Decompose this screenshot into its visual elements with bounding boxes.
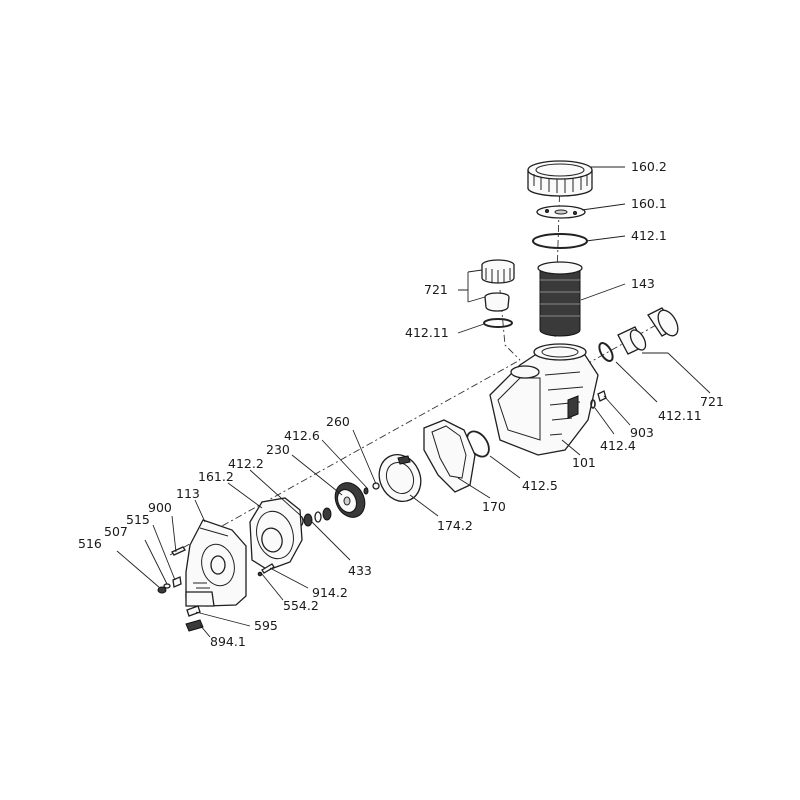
label-160-1: 160.1 [631, 196, 667, 211]
label-433: 433 [348, 563, 372, 578]
o-ring-412-4 [590, 399, 596, 409]
label-507: 507 [104, 524, 128, 539]
label-412-11-upper: 412.11 [405, 325, 449, 340]
label-412-6: 412.6 [284, 428, 320, 443]
label-412-11-right: 412.11 [658, 408, 702, 423]
label-914-2: 914.2 [312, 585, 348, 600]
ring-412-6 [363, 487, 369, 495]
lid-ring-160-2 [527, 160, 593, 197]
label-412-5: 412.5 [522, 478, 558, 493]
diffuser-plate-170 [423, 419, 476, 493]
mechanical-seal-433 [303, 507, 332, 527]
impeller-230 [334, 482, 366, 518]
leader-lines [116, 166, 711, 638]
casing-cover-161-2 [249, 497, 303, 571]
o-ring-412-11-right [598, 341, 614, 363]
nut-516 [157, 586, 167, 594]
o-ring-412-11-upper [483, 318, 513, 328]
foot-pad-894-1 [185, 619, 204, 632]
label-412-2: 412.2 [228, 456, 264, 471]
main-axis [169, 359, 521, 556]
label-900: 900 [148, 500, 172, 515]
pump-housing-101 [489, 343, 599, 456]
label-515: 515 [126, 512, 150, 527]
o-ring-412-1 [532, 233, 588, 249]
lid-160-1 [536, 205, 586, 219]
label-160-2: 160.2 [631, 159, 667, 174]
label-161-2: 161.2 [198, 469, 234, 484]
screw-914-2 [261, 563, 275, 574]
foot-595 [186, 605, 201, 617]
label-412-4: 412.4 [600, 438, 636, 453]
label-595: 595 [254, 618, 278, 633]
label-101: 101 [572, 455, 596, 470]
label-554-2: 554.2 [283, 598, 319, 613]
part-labels: 160.2 160.1 412.1 143 721 412.11 721 412… [78, 159, 724, 649]
label-260: 260 [326, 414, 350, 429]
strainer-basket-143 [537, 261, 583, 337]
union-721-right [617, 307, 679, 355]
drain-plug-903 [597, 390, 607, 402]
label-894-1: 894.1 [210, 634, 246, 649]
washer-554-2 [257, 571, 263, 577]
label-113: 113 [176, 486, 200, 501]
screw-900 [171, 546, 186, 556]
union-721-upper [481, 259, 515, 312]
label-516: 516 [78, 536, 102, 551]
label-230: 230 [266, 442, 290, 457]
label-170: 170 [482, 499, 506, 514]
bracket-113 [185, 519, 247, 607]
diffuser-174-2 [378, 454, 422, 502]
label-174-2: 174.2 [437, 518, 473, 533]
label-903: 903 [630, 425, 654, 440]
label-721-right: 721 [700, 394, 724, 409]
label-412-1: 412.1 [631, 228, 667, 243]
label-143: 143 [631, 276, 655, 291]
label-721-upper: 721 [424, 282, 448, 297]
